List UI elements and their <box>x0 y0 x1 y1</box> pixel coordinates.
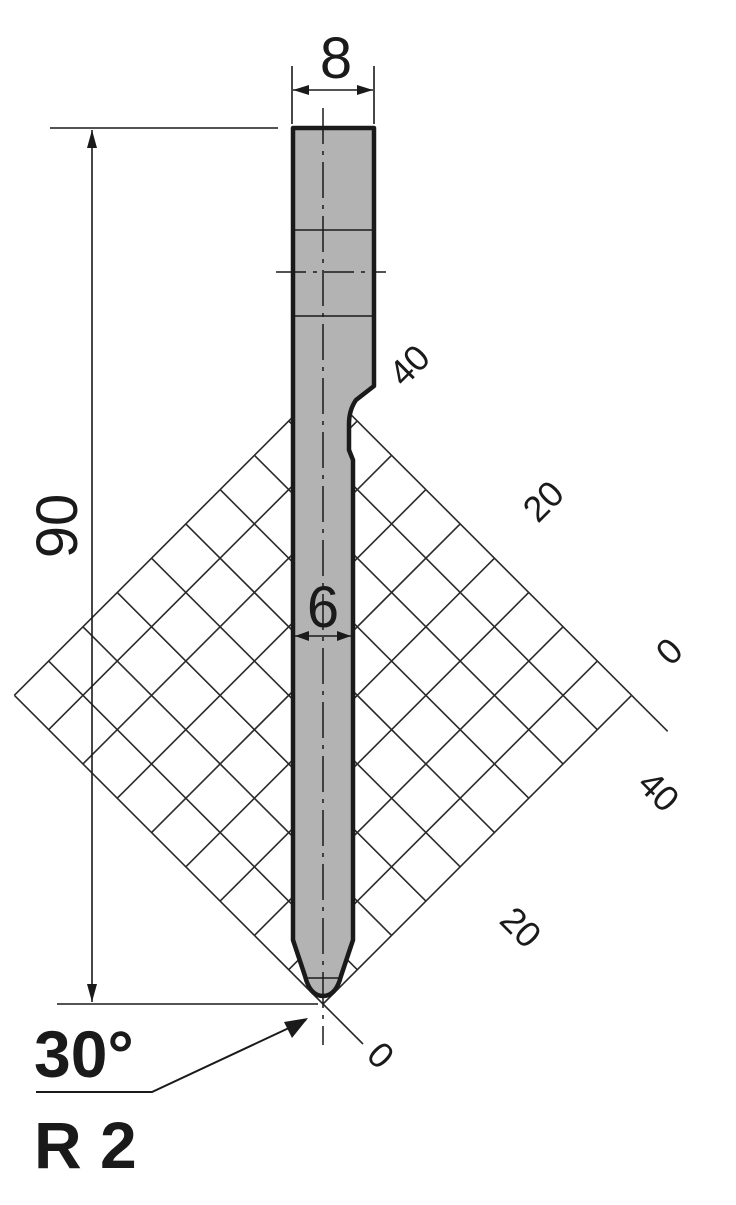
arrowhead-left <box>293 85 309 95</box>
grid-label-top-40: 40 <box>381 337 438 394</box>
grid-label-bottom-20: 20 <box>492 899 549 956</box>
grid-line-a <box>219 591 530 902</box>
arrowhead-right <box>337 631 351 641</box>
grid-label-top-20: 20 <box>515 473 572 530</box>
grid-label-bottom-0: 0 <box>359 1034 402 1077</box>
dimension-label-width-top: 8 <box>320 26 352 91</box>
grid-line-b <box>322 386 633 696</box>
grid-label-top-0: 0 <box>648 630 691 673</box>
grid-line-b <box>116 591 427 902</box>
grid-line-b <box>13 694 324 1005</box>
dimension-label-height: 90 <box>25 494 90 559</box>
grid-extension-bottom-0 <box>322 1003 364 1045</box>
grid-line-a <box>13 386 324 696</box>
arrowhead-right <box>357 85 373 95</box>
grid-line-b <box>219 489 530 799</box>
dimension-height <box>50 127 318 1005</box>
leader-arrowhead <box>284 1018 308 1038</box>
angle-label: 30° <box>34 1017 134 1091</box>
radius-label: R 2 <box>34 1108 137 1182</box>
dimension-label-width-blade: 6 <box>307 575 339 640</box>
centerlines <box>276 108 386 1045</box>
dimension-width-blade <box>295 631 351 641</box>
punch-tool-body <box>290 125 377 999</box>
grid-extension-right <box>631 694 669 732</box>
punch-tool <box>290 125 377 999</box>
arrowhead-bottom <box>87 984 97 1002</box>
leader-line <box>36 1019 307 1093</box>
arrowhead-left <box>295 631 309 641</box>
arrowhead-top <box>87 130 97 148</box>
grid-line-a <box>322 694 633 1005</box>
leader-arrow <box>36 1018 308 1093</box>
grid-label-bottom-40: 40 <box>630 763 687 820</box>
grid-line-a <box>116 489 427 799</box>
dimension-width-top <box>291 66 375 124</box>
